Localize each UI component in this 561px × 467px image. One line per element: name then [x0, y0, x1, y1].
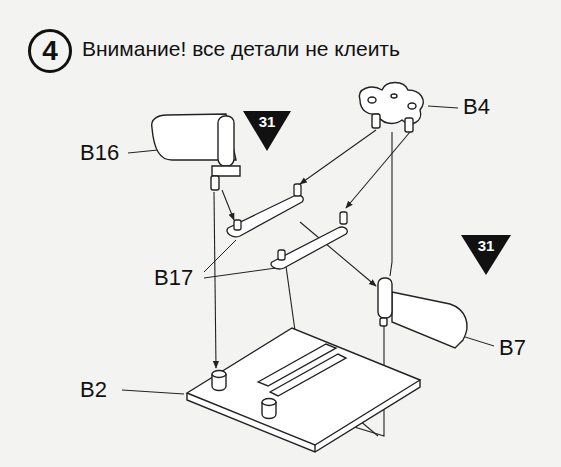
part-label: B4 — [461, 95, 492, 119]
base-plate-b2 — [187, 328, 420, 452]
part-label: B2 — [78, 378, 109, 402]
hinge-part-b4 — [359, 83, 423, 133]
callout-number: 31 — [243, 111, 291, 131]
part-label: B16 — [78, 141, 121, 165]
step-number-text: 4 — [28, 29, 72, 73]
flap-part-b7 — [378, 278, 467, 348]
callout-number: 31 — [461, 235, 511, 255]
title: Внимание! все детали не клеить — [82, 36, 400, 62]
callout-triangle: 31 — [243, 111, 291, 151]
part-label: B7 — [497, 336, 528, 360]
callout-triangle: 31 — [461, 235, 511, 275]
bar-parts-b17 — [227, 184, 347, 269]
step-number: 4 — [28, 29, 72, 73]
flap-part-b16 — [152, 114, 240, 190]
part-label: B17 — [152, 266, 195, 290]
